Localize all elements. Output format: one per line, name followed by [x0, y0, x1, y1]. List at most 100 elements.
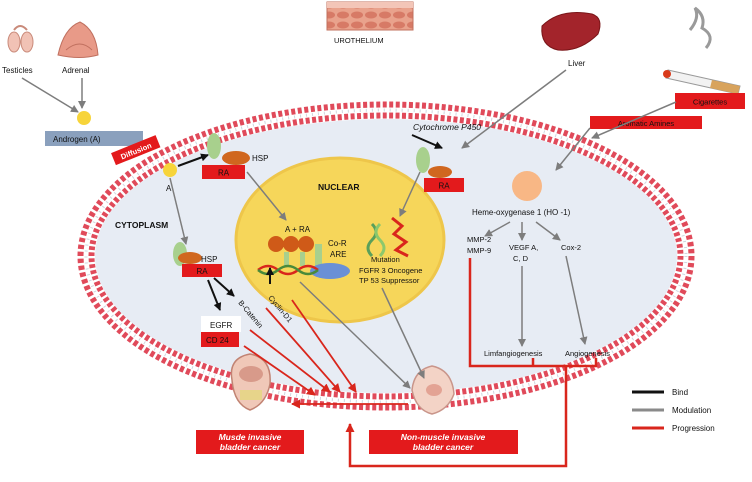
ho1-molecule	[512, 171, 542, 201]
muscle-invasive-line1: Musde invasive	[219, 432, 282, 442]
ra-left-box	[182, 264, 222, 277]
mutation-dna-icon	[366, 216, 409, 258]
urothelium-image	[326, 1, 414, 31]
bind-arrows	[177, 134, 443, 311]
arrow-ra-bcatenin	[213, 277, 235, 297]
nuclear-label: NUCLEAR	[318, 182, 360, 192]
ra-top-box	[202, 165, 245, 179]
adrenal-icon	[57, 21, 99, 58]
ra-right-label: RA	[438, 182, 450, 191]
ra-right-shape	[428, 166, 452, 178]
cd24-label: CD 24	[206, 336, 229, 345]
mmp9-label: MMP-9	[467, 246, 491, 255]
arrow-ra-nucleus	[246, 171, 287, 221]
ho1-label: Heme-oxygenase 1 (HO -1)	[472, 208, 571, 217]
nucleus	[234, 156, 446, 324]
arrow-ra-egfr	[207, 279, 222, 311]
progression-arrows	[243, 299, 408, 409]
cor-label: Co-R	[328, 239, 347, 248]
liver-icon	[541, 12, 601, 51]
adrenal-label: Adrenal	[62, 66, 90, 75]
androgen-molecule	[77, 111, 91, 125]
testicles-label: Testicles	[2, 66, 33, 75]
arrow-cd24-progression	[243, 345, 316, 396]
arrow-feedback-nonmuscle	[345, 366, 568, 468]
tp53-label: TP 53 Suppressor	[359, 276, 420, 285]
hsp-left-label: HSP	[201, 255, 217, 264]
cytochrome-label: Cytochrome P450	[413, 122, 481, 132]
ra-top-label: RA	[218, 169, 230, 178]
muscle-invasive-box	[196, 430, 304, 454]
muscle-invasive-line2: bladder cancer	[220, 442, 281, 452]
androgen-free-molecule	[163, 163, 177, 177]
arrow-ho1-cox2	[535, 221, 561, 241]
arrow-nucleus-nonmuscle	[299, 281, 411, 389]
angiogenesis-label: Angiogenesis	[565, 349, 610, 358]
cigarette-icon	[663, 6, 741, 95]
testicles-icon	[7, 25, 34, 53]
egfr-label: EGFR	[210, 321, 232, 330]
are-element	[310, 263, 350, 279]
vegf-label-2: C, D	[513, 254, 529, 263]
egfr-box	[201, 316, 241, 332]
arrow-ra-mutation	[399, 171, 421, 217]
hsp-top-label: HSP	[252, 154, 268, 163]
modulation-arrows	[21, 69, 677, 389]
legend-label-modulation: Modulation	[672, 406, 711, 415]
arrow-a-hsp-left	[169, 177, 189, 245]
arrow-cox2-angio	[565, 255, 588, 345]
cofactor-bar-1	[284, 252, 289, 266]
progression-feedback	[345, 258, 598, 468]
are-label: ARE	[330, 250, 346, 259]
muscle-invasive-bladder-icon	[230, 353, 271, 411]
arrow-liver-cytochrome	[461, 69, 567, 149]
fgfr3-label: FGFR 3 Oncogene	[359, 266, 422, 275]
a-ra-label: A + RA	[285, 225, 311, 234]
non-muscle-invasive-line1: Non-muscle invasive	[401, 432, 486, 442]
hsp-top-shape	[207, 133, 221, 159]
liver-label: Liver	[568, 59, 586, 68]
aromatic-amines-box	[590, 116, 702, 129]
a-ra-shape-3	[298, 236, 314, 252]
non-muscle-invasive-line2: bladder cancer	[413, 442, 474, 452]
arrow-ho1-mmp	[484, 221, 511, 237]
cigarettes-box	[675, 93, 745, 109]
arrow-a-hsp-top	[177, 153, 209, 167]
androgen-box	[45, 131, 143, 146]
cd24-box	[201, 332, 239, 347]
cofactor-bar-3	[315, 244, 322, 266]
androgen-label: Androgen (A)	[53, 135, 101, 144]
mutation-label: Mutation	[371, 255, 400, 264]
ra-top-shape	[222, 151, 250, 165]
vegf-label-1: VEGF A,	[509, 243, 538, 252]
cofactor-bar-2	[300, 252, 305, 266]
ra-left-label: RA	[196, 267, 208, 276]
arrow-amines-ho1	[555, 127, 591, 171]
cox2-label: Cox-2	[561, 243, 581, 252]
limfangiogenesis-label: Limfangiogenesis	[484, 349, 543, 358]
non-muscle-invasive-box	[369, 430, 518, 454]
a-ra-shape-2	[283, 236, 299, 252]
ra-right-box	[424, 178, 464, 192]
arrow-egfr-progression	[249, 329, 331, 393]
cytoplasm-label: CYTOPLASM	[115, 220, 168, 230]
hsp-right-shape	[416, 147, 430, 173]
arrow-cigarettes-ho1	[591, 101, 677, 139]
urothelium-label: UROTHELIUM	[334, 36, 384, 45]
arrow-cytochrome-ra	[411, 134, 443, 149]
aromatic-amines-label: Aromatic Amines	[618, 119, 675, 128]
legend-label-progression: Progression	[672, 424, 715, 433]
arrow-testicles-androgen	[21, 77, 79, 113]
mmp2-label: MMP-2	[467, 235, 491, 244]
a-ra-shape-1	[268, 236, 284, 252]
a-label: A	[166, 184, 172, 193]
arrow-mutation-nonmuscle	[381, 287, 425, 379]
ra-left-shape	[178, 252, 202, 264]
cigarettes-label: Cigarettes	[693, 98, 727, 107]
arrow-cyclin-progression	[291, 299, 357, 393]
legend-label-bind: Bind	[672, 388, 688, 397]
arrow-bcatenin-progression	[265, 307, 341, 393]
